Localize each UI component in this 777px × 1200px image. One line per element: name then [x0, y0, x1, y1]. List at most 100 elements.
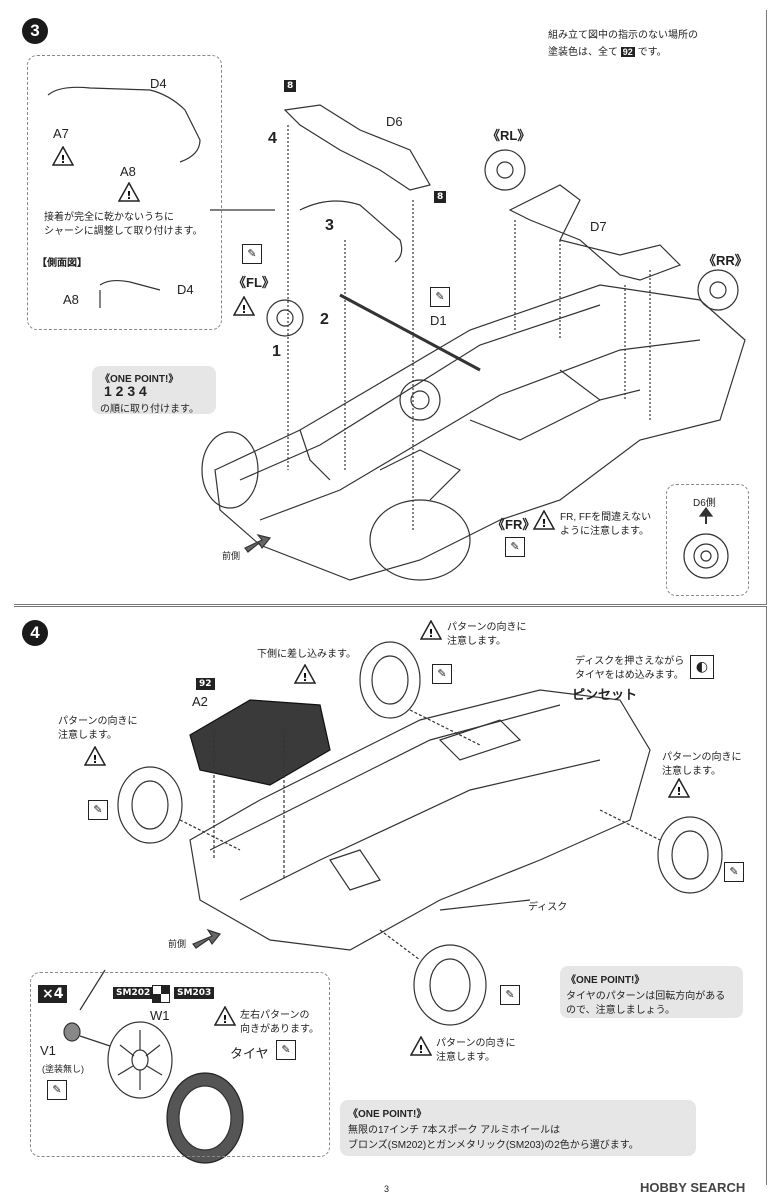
glue-icon: ✎ [88, 800, 108, 820]
part-d7-label: D7 [590, 219, 607, 234]
paint-color-badge-a2: 92 [196, 678, 215, 690]
pattern-note-bottom-line2: 注意します。 [436, 1052, 495, 1063]
caution-icon: ! [294, 664, 316, 684]
rr-label: 《RR》 [703, 253, 748, 268]
paint-note-line2: 塗装色は、全て 92 です。 [548, 43, 667, 58]
caution-icon: ! [668, 778, 690, 798]
glue-icon: ✎ [724, 862, 744, 882]
disc-label: ディスク [528, 902, 568, 913]
part-d6-label: D6 [386, 114, 403, 129]
fr-note-line2: ように注意します。 [560, 526, 649, 537]
step-label-2: 2 [320, 311, 329, 328]
adjust-note-line1: 接着が完全に乾かないうちに [44, 212, 174, 223]
caution-icon: ! [52, 146, 74, 166]
part-w1-label: W1 [150, 1008, 170, 1023]
svg-text:!: ! [60, 153, 65, 166]
part-a8-label: A8 [120, 164, 136, 179]
pattern-note-bottom-line1: パターンの向きに [436, 1038, 516, 1049]
rl-label: 《RL》 [487, 128, 531, 143]
caution-icon: ! [233, 296, 255, 316]
one-point-wheel-title: 《ONE POINT!》 [348, 1109, 427, 1120]
page-number: 3 [384, 1184, 390, 1194]
disc-note-line2: タイヤをはめ込みます。 [575, 670, 684, 681]
d6-side-inset [666, 484, 749, 596]
step-label-3: 3 [325, 217, 334, 234]
sm203-badge: SM203 [174, 987, 215, 999]
caution-icon: ! [533, 510, 555, 530]
checker-icon [152, 985, 170, 1003]
one-point-wheel-box [340, 1100, 696, 1156]
glue-icon: ✎ [276, 1040, 296, 1060]
svg-text:!: ! [222, 1013, 227, 1026]
one-point-tire-title: 《ONE POINT!》 [566, 975, 645, 986]
step4-panel [14, 606, 767, 1185]
part-a2-label: A2 [192, 694, 208, 709]
lr-pattern-line1: 左右パターンの [240, 1010, 310, 1021]
glue-icon: ✎ [47, 1080, 67, 1100]
one-point-wheel-line1: 無限の17インチ 7本スポーク アルミホイールは [348, 1125, 561, 1136]
part-v1-label: V1 [40, 1043, 56, 1058]
paint-note-line1: 組み立て図中の指示のない場所の [548, 30, 698, 41]
side-view-label: 【側面図】 [37, 258, 87, 269]
svg-text:!: ! [418, 1043, 423, 1056]
pattern-note-right-line2: 注意します。 [662, 766, 721, 777]
fr-note-line1: FR, FFを間違えない [560, 512, 652, 523]
disc-note-line1: ディスクを押さえながら [575, 656, 685, 667]
step3-number: 3 [22, 18, 48, 44]
qty-badge: ×4 [38, 985, 68, 1003]
stabilizer-inset [27, 55, 222, 330]
pattern-note-top-line1: パターンの向きに [447, 622, 527, 633]
glue-icon: ✎ [500, 985, 520, 1005]
glue-icon: ✎ [430, 287, 450, 307]
caution-icon: ! [84, 746, 106, 766]
unpainted-label: (塗装無し) [42, 1064, 84, 1074]
svg-text:!: ! [92, 753, 97, 766]
glue-icon: ✎ [432, 664, 452, 684]
fl-label: 《FL》 [233, 275, 275, 290]
step-label-1: 1 [272, 343, 281, 360]
paint-note-pre: 塗装色は、全て [548, 47, 618, 58]
svg-text:!: ! [241, 303, 246, 316]
step4-number: 4 [22, 620, 48, 646]
glue-icon: ✎ [242, 244, 262, 264]
front-label-step4: 前側 [168, 939, 187, 949]
svg-text:!: ! [428, 627, 433, 640]
svg-text:!: ! [541, 517, 546, 530]
badge-8-bottom: 8 [434, 191, 447, 203]
svg-text:!: ! [676, 785, 681, 798]
step-label-4: 4 [268, 130, 277, 147]
wheel-inset [30, 972, 330, 1157]
pattern-note-left-line2: 注意します。 [58, 730, 117, 741]
caution-icon: ! [410, 1036, 432, 1056]
glue-icon: ✎ [505, 537, 525, 557]
svg-text:!: ! [302, 671, 307, 684]
d6-side-label: D6側 [693, 498, 716, 509]
one-point-wheel-line2: ブロンズ(SM202)とガンメタリック(SM203)の2色から選びます。 [348, 1140, 639, 1151]
one-point-title: 《ONE POINT!》 [100, 374, 179, 385]
caution-icon: ! [214, 1006, 236, 1026]
one-point-order: 1 2 3 4 [104, 383, 147, 399]
part-d1-label: D1 [430, 313, 447, 328]
one-point-tire-line1: タイヤのパターンは回転方向がある [566, 991, 726, 1002]
paint-note-post: です。 [637, 47, 667, 58]
part-d4-label: D4 [150, 76, 167, 91]
side-a8-label: A8 [63, 292, 79, 307]
one-point-order-box [92, 366, 216, 414]
tire-label: タイヤ [230, 1046, 269, 1061]
badge-8-top: 8 [284, 80, 297, 92]
side-d4-label: D4 [177, 282, 194, 297]
caution-icon: ! [118, 182, 140, 202]
front-label-step3: 前側 [222, 551, 241, 561]
pattern-note-left-line1: パターンの向きに [58, 716, 138, 727]
paint-color-badge: 92 [620, 47, 635, 57]
insert-note: 下側に差し込みます。 [257, 649, 356, 660]
one-point-text: の順に取り付けます。 [100, 404, 199, 415]
caution-icon: ! [420, 620, 442, 640]
part-a7-label: A7 [53, 126, 69, 141]
adjust-note-line2: シャーシに調整して取り付けます。 [44, 226, 203, 237]
pattern-note-right-line1: パターンの向きに [662, 752, 742, 763]
watermark: HOBBY SEARCH [640, 1180, 746, 1195]
pattern-note-top-line2: 注意します。 [447, 636, 506, 647]
tweezers-label: ピンセット [572, 687, 638, 702]
